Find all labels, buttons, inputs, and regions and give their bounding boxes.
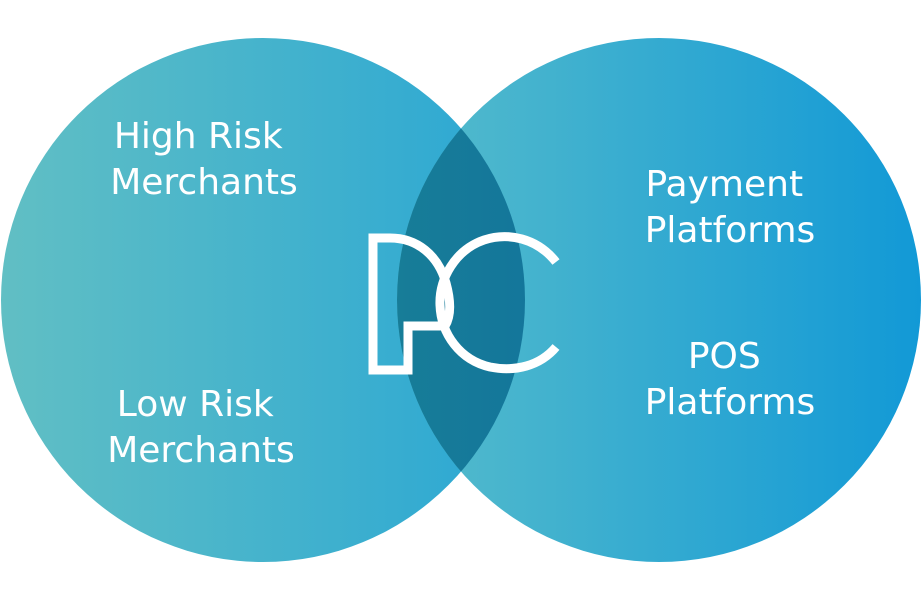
label-line: Low Risk <box>117 384 274 425</box>
label-low-risk-merchants: Low Risk Merchants <box>107 384 295 471</box>
right-circle <box>397 38 921 562</box>
label-line: Merchants <box>107 430 295 471</box>
label-line: POS <box>688 336 761 377</box>
label-pos-platforms: POS Platforms <box>645 336 816 423</box>
label-line: Platforms <box>645 382 816 423</box>
label-line: Merchants <box>110 162 298 203</box>
label-line: Payment <box>645 164 803 205</box>
label-line: Platforms <box>645 210 816 251</box>
label-payment-platforms: Payment Platforms <box>645 164 816 251</box>
label-line: High Risk <box>114 116 283 157</box>
label-high-risk-merchants: High Risk Merchants <box>110 116 298 203</box>
left-circle <box>1 38 525 562</box>
logo-letter-c <box>435 232 560 374</box>
pc-logo <box>368 232 560 375</box>
